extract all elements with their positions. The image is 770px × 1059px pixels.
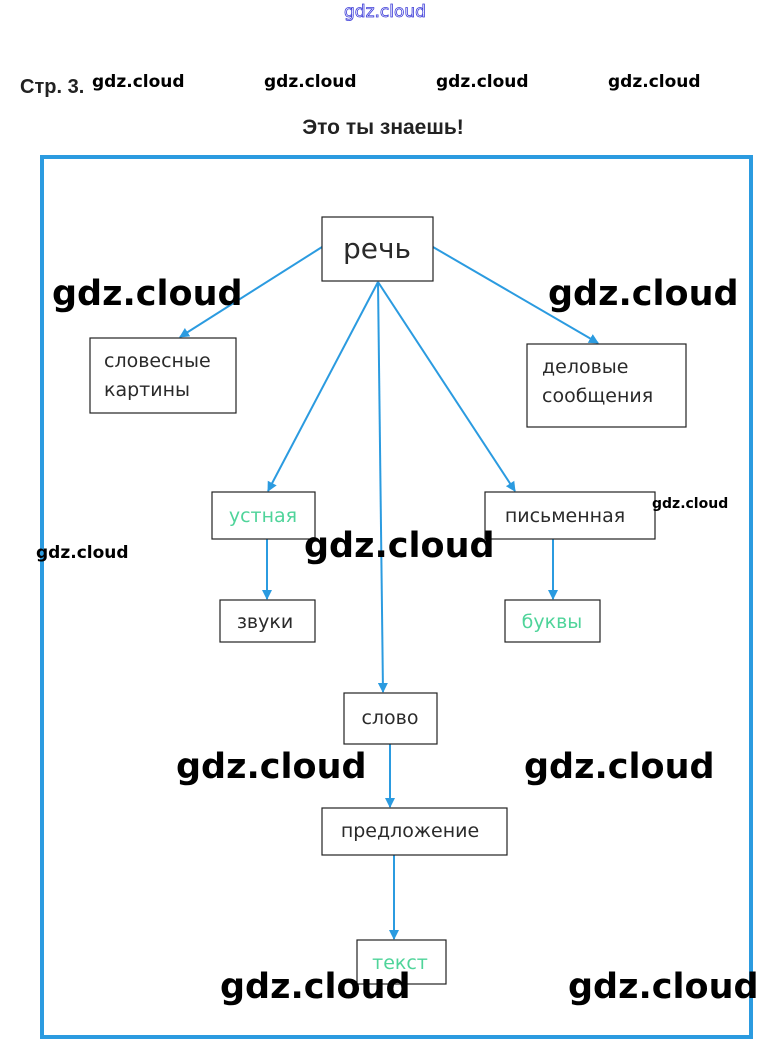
node-label: сообщения: [542, 385, 653, 407]
node-label: предложение: [341, 820, 479, 842]
watermark: gdz.cloud: [36, 543, 129, 563]
edge-speech-verbal: [179, 246, 323, 338]
node-label: устная: [229, 505, 297, 527]
watermark: gdz.cloud: [548, 274, 739, 314]
node-label: деловые: [542, 356, 628, 378]
node-label: картины: [104, 379, 190, 401]
watermark: gdz.cloud: [176, 747, 367, 787]
watermark: gdz.cloud: [436, 72, 529, 92]
page-title: Это ты знаешь!: [302, 116, 464, 139]
node-written: письменная: [484, 491, 656, 540]
node-letters: буквы: [504, 599, 601, 643]
watermark: gdz.cloud: [304, 526, 495, 566]
node-label: слово: [361, 707, 418, 729]
node-label: речь: [343, 232, 411, 265]
node-label: звуки: [237, 611, 293, 633]
node-label: текст: [372, 952, 428, 974]
edge-speech-oral: [267, 281, 379, 492]
edge-speech-written: [377, 281, 516, 492]
page-label: Стр. 3.: [20, 76, 84, 98]
node-speech: речь: [321, 216, 434, 282]
node-business-messages: деловые сообщения: [526, 343, 687, 428]
node-label: буквы: [522, 611, 583, 633]
diagram-frame: [40, 155, 753, 1039]
watermark: gdz.cloud: [220, 967, 411, 1007]
watermark: gdz.cloud: [652, 496, 728, 512]
watermark: gdz.cloud: [92, 72, 185, 92]
edge-speech-business: [432, 246, 599, 344]
node-oral: устная: [211, 491, 316, 540]
node-label: письменная: [505, 505, 625, 527]
edge-speech-word: [377, 281, 388, 693]
watermark: gdz.cloud: [264, 72, 357, 92]
node-word: слово: [343, 692, 438, 745]
node-sounds: звуки: [219, 599, 316, 643]
watermark: gdz.cloud: [344, 2, 426, 22]
watermark: gdz.cloud: [52, 274, 243, 314]
node-verbal-pictures: словесные картины: [89, 337, 237, 414]
watermark: gdz.cloud: [608, 72, 701, 92]
watermark: gdz.cloud: [524, 747, 715, 787]
node-sentence: предложение: [321, 807, 508, 856]
node-text: текст: [356, 939, 447, 985]
node-label: словесные: [104, 350, 211, 372]
watermark: gdz.cloud: [568, 967, 759, 1007]
